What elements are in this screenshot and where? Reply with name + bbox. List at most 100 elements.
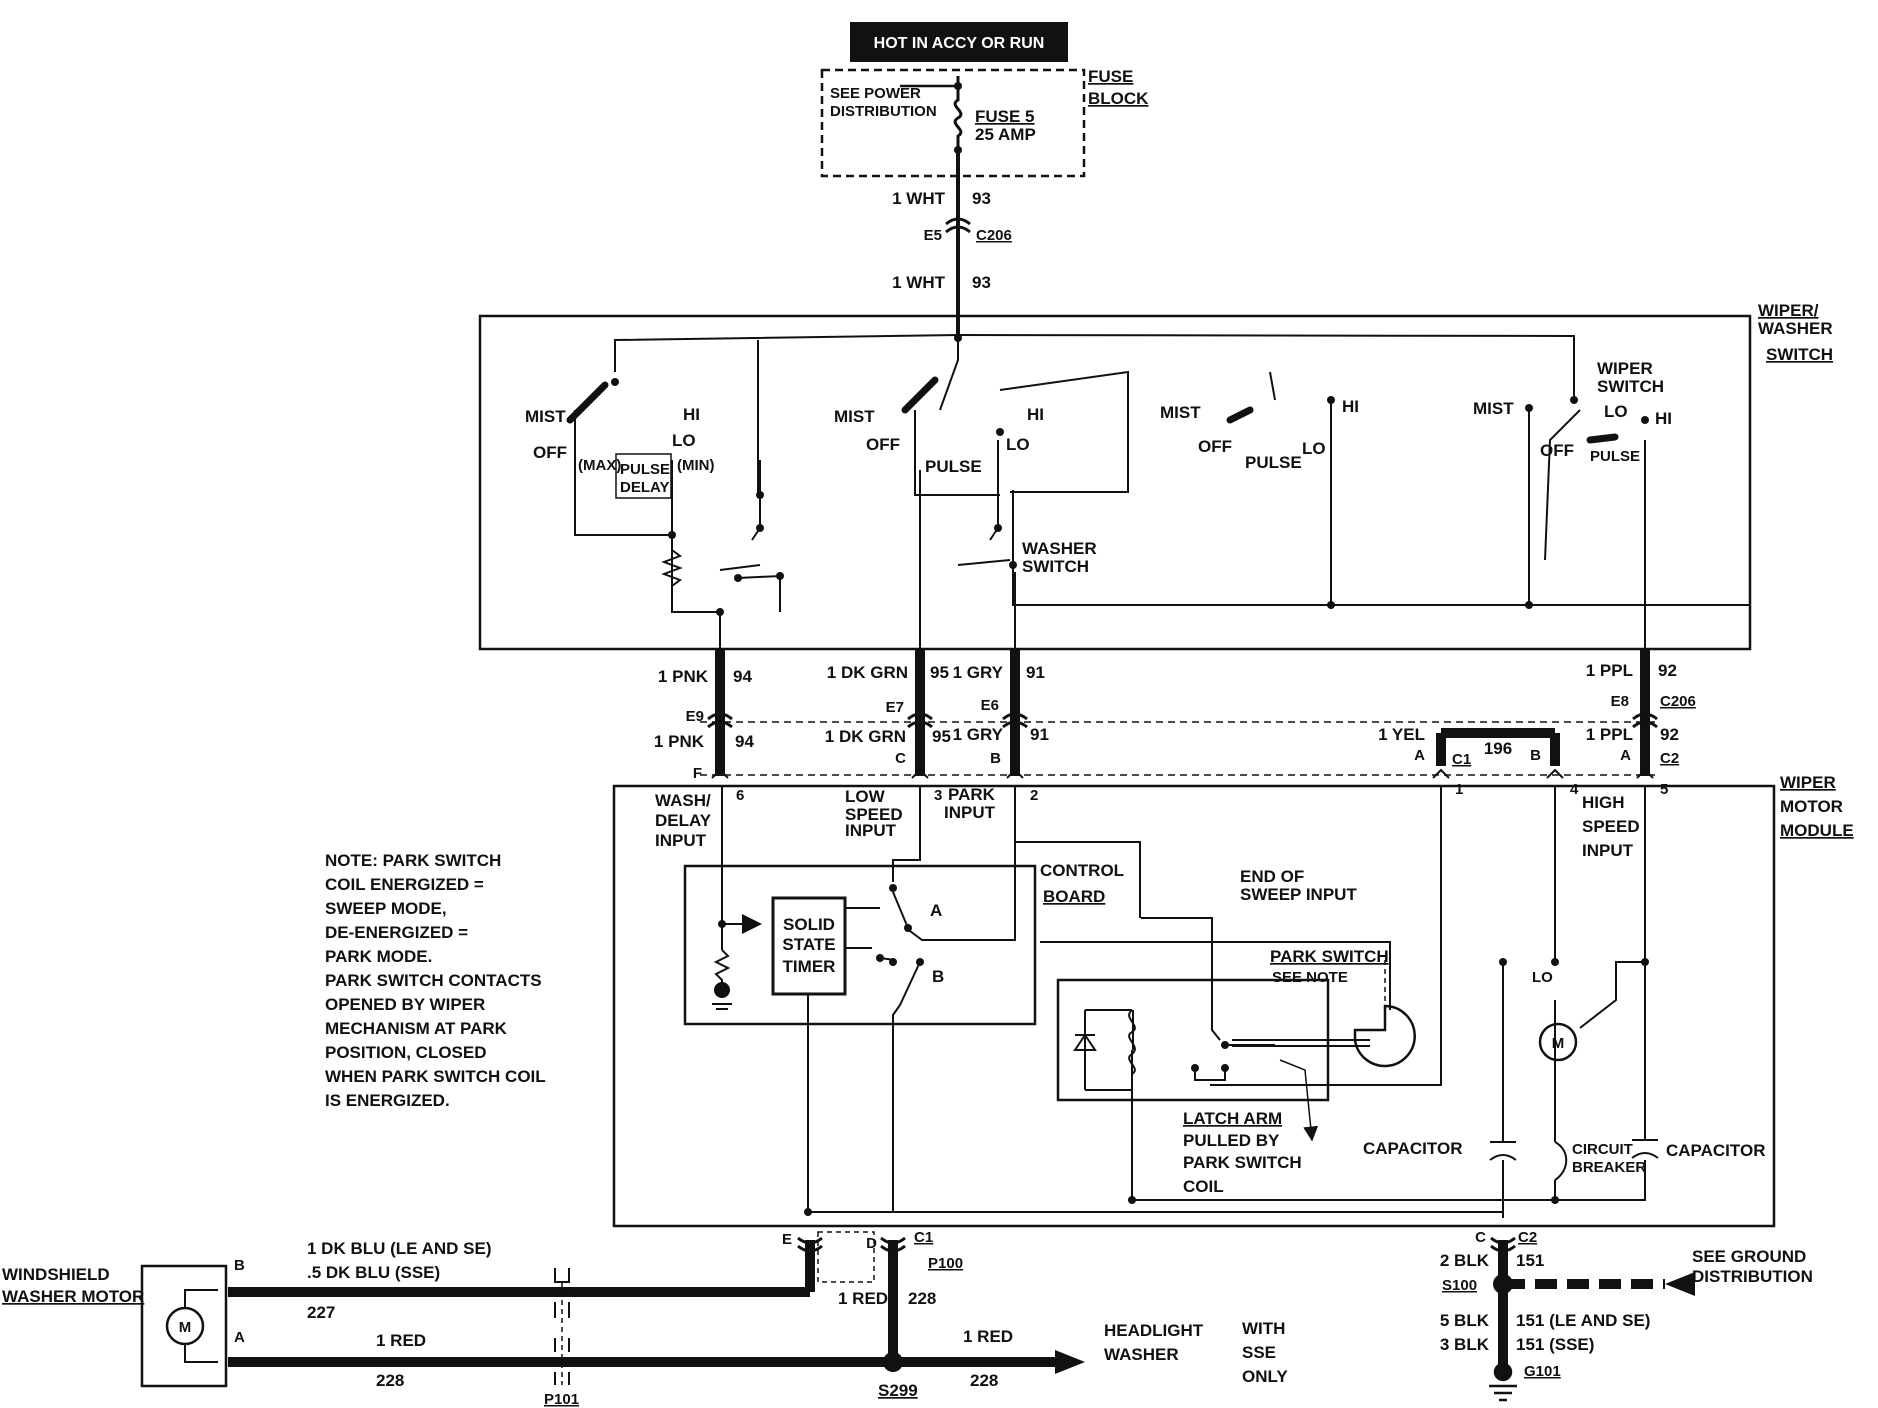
see-power-label: SEE POWER: [830, 85, 921, 102]
c206-label: C206: [1660, 693, 1696, 710]
switch-title-2: WASHER: [1758, 319, 1833, 338]
headlight-washer-arrow: [1055, 1350, 1085, 1374]
s299-label: S299: [878, 1381, 918, 1400]
fuse-block: [820, 68, 1086, 178]
module-title: WIPER: [1780, 773, 1836, 792]
low-speed-label: LOW: [845, 787, 886, 806]
svg-text:IS ENERGIZED.: IS ENERGIZED.: [325, 1091, 450, 1110]
wire-228-v-circuit: 228: [908, 1289, 936, 1308]
low-speed-label-2: SPEED: [845, 805, 903, 824]
module-pin-6: 6: [736, 787, 744, 804]
wire-228-label: 1 RED: [376, 1331, 426, 1350]
circuit-breaker-symbol: [1554, 1141, 1568, 1181]
sec2-hi: HI: [1027, 405, 1044, 424]
wire-91-label-2: 1 GRY: [953, 725, 1004, 744]
latch-label-2: PULLED BY: [1183, 1131, 1280, 1150]
pin-b: B: [990, 750, 1001, 767]
module-pin-2: 2: [1030, 787, 1038, 804]
gnd-wire-3-label: 3 BLK: [1440, 1335, 1490, 1354]
fuse-label: FUSE 5: [975, 107, 1035, 126]
headlight-washer-label-2: WASHER: [1104, 1345, 1179, 1364]
fuse-block-label-2: BLOCK: [1088, 89, 1149, 108]
high-speed-label-2: SPEED: [1582, 817, 1640, 836]
contact-a-label: A: [930, 901, 942, 920]
timer-label-3: TIMER: [783, 957, 836, 976]
c206-top-connector: [945, 217, 971, 234]
sec2-mist: MIST: [834, 407, 875, 426]
pin-e6: E6: [981, 697, 999, 714]
c206-top-pin: E5: [924, 227, 942, 244]
sec1-min: (MIN): [677, 457, 715, 474]
module-ground: [712, 982, 732, 1010]
wire-228-hw-circuit: 228: [970, 1371, 998, 1390]
wire-91-circuit-2: 91: [1030, 725, 1049, 744]
high-speed-label-3: INPUT: [1582, 841, 1634, 860]
wiper-switch-label-2: SWITCH: [1597, 377, 1664, 396]
park-switch-note: NOTE: PARK SWITCH COIL ENERGIZED = SWEEP…: [325, 851, 546, 1110]
wire-93-circuit-2: 93: [972, 273, 991, 292]
park-cam: [1353, 1004, 1416, 1068]
module-pin-4: 4: [1570, 781, 1579, 798]
gnd-wire-2-label: 5 BLK: [1440, 1311, 1490, 1330]
wire-227-label-2: .5 DK BLU (SSE): [307, 1263, 440, 1282]
delay-resistor: [661, 549, 683, 587]
sec3-lo: LO: [1302, 439, 1326, 458]
end-sweep-label-2: SWEEP INPUT: [1240, 885, 1357, 904]
sec4-lo: LO: [1604, 402, 1628, 421]
washer-pin-a: A: [234, 1329, 245, 1346]
sec4-off: OFF: [1540, 441, 1574, 460]
washer-pin-b: B: [234, 1257, 245, 1274]
wire-227-circuit: 227: [307, 1303, 335, 1322]
c206-connector-marks: [707, 712, 1658, 729]
washer-switch-label-2: SWITCH: [1022, 557, 1089, 576]
high-speed-label: HIGH: [1582, 793, 1625, 812]
sec1-lo: LO: [672, 431, 696, 450]
latch-label-4: COIL: [1183, 1177, 1224, 1196]
hot-label-box: HOT IN ACCY OR RUN: [850, 22, 1068, 62]
switch-title: WIPER/: [1758, 301, 1819, 320]
wire-93-label-2: 1 WHT: [892, 273, 946, 292]
sec1-pulse: PULSE: [620, 461, 670, 478]
wiper-washer-switch-box: [478, 314, 1752, 651]
sec2-pulse: PULSE: [925, 457, 982, 476]
svg-text:MECHANISM AT PARK: MECHANISM AT PARK: [325, 1019, 508, 1038]
wire-196-circuit: 196: [1484, 739, 1512, 758]
wiper-switch-label: WIPER: [1597, 359, 1653, 378]
wire-94-label: 1 PNK: [658, 667, 709, 686]
washer-motor-title-2: WASHER MOTOR: [2, 1287, 144, 1306]
wire-228-circuit: 228: [376, 1371, 404, 1390]
svg-text:WHEN PARK SWITCH COIL: WHEN PARK SWITCH COIL: [325, 1067, 546, 1086]
capacitor-right-label: CAPACITOR: [1666, 1141, 1766, 1160]
wire-93-label: 1 WHT: [892, 189, 946, 208]
wire-94-circuit: 94: [733, 667, 752, 686]
c2-pin-c: C: [1475, 1229, 1486, 1246]
washer-switch-label: WASHER: [1022, 539, 1097, 558]
washer-motor-title: WINDSHIELD: [2, 1265, 110, 1284]
sec1-delay: DELAY: [620, 479, 669, 496]
pin-a-c1: A: [1414, 747, 1425, 764]
park-input-label-2: INPUT: [944, 803, 996, 822]
svg-text:OPENED BY WIPER: OPENED BY WIPER: [325, 995, 485, 1014]
wire-92-circuit: 92: [1658, 661, 1677, 680]
wire-91-label: 1 GRY: [953, 663, 1004, 682]
hot-label: HOT IN ACCY OR RUN: [874, 35, 1045, 52]
pin-e8: E8: [1611, 693, 1629, 710]
gnd-wire-1-circuit: 151: [1516, 1251, 1544, 1270]
ground-arrow: [1665, 1272, 1695, 1296]
wire-92-label: 1 PPL: [1586, 661, 1633, 680]
svg-text:COIL ENERGIZED =: COIL ENERGIZED =: [325, 875, 484, 894]
wire-91-circuit: 91: [1026, 663, 1045, 682]
gnd-wire-2-circuit: 151 (LE AND SE): [1516, 1311, 1650, 1330]
see-ground-label-2: DISTRIBUTION: [1692, 1267, 1813, 1286]
c1-pin-d: D: [866, 1235, 877, 1252]
g101-ground-symbol: [1489, 1362, 1517, 1402]
module-title-3: MODULE: [1780, 821, 1854, 840]
control-board-label-2: BOARD: [1043, 887, 1105, 906]
see-note-label: SEE NOTE: [1272, 969, 1348, 986]
p100-label: P100: [928, 1255, 963, 1272]
p100-connector: [817, 1231, 875, 1283]
with-sse-label-2: SSE: [1242, 1343, 1276, 1362]
circuit-breaker-label: CIRCUIT: [1572, 1141, 1633, 1158]
pin-c: C: [895, 750, 906, 767]
gnd-wire-1-label: 2 BLK: [1440, 1251, 1490, 1270]
